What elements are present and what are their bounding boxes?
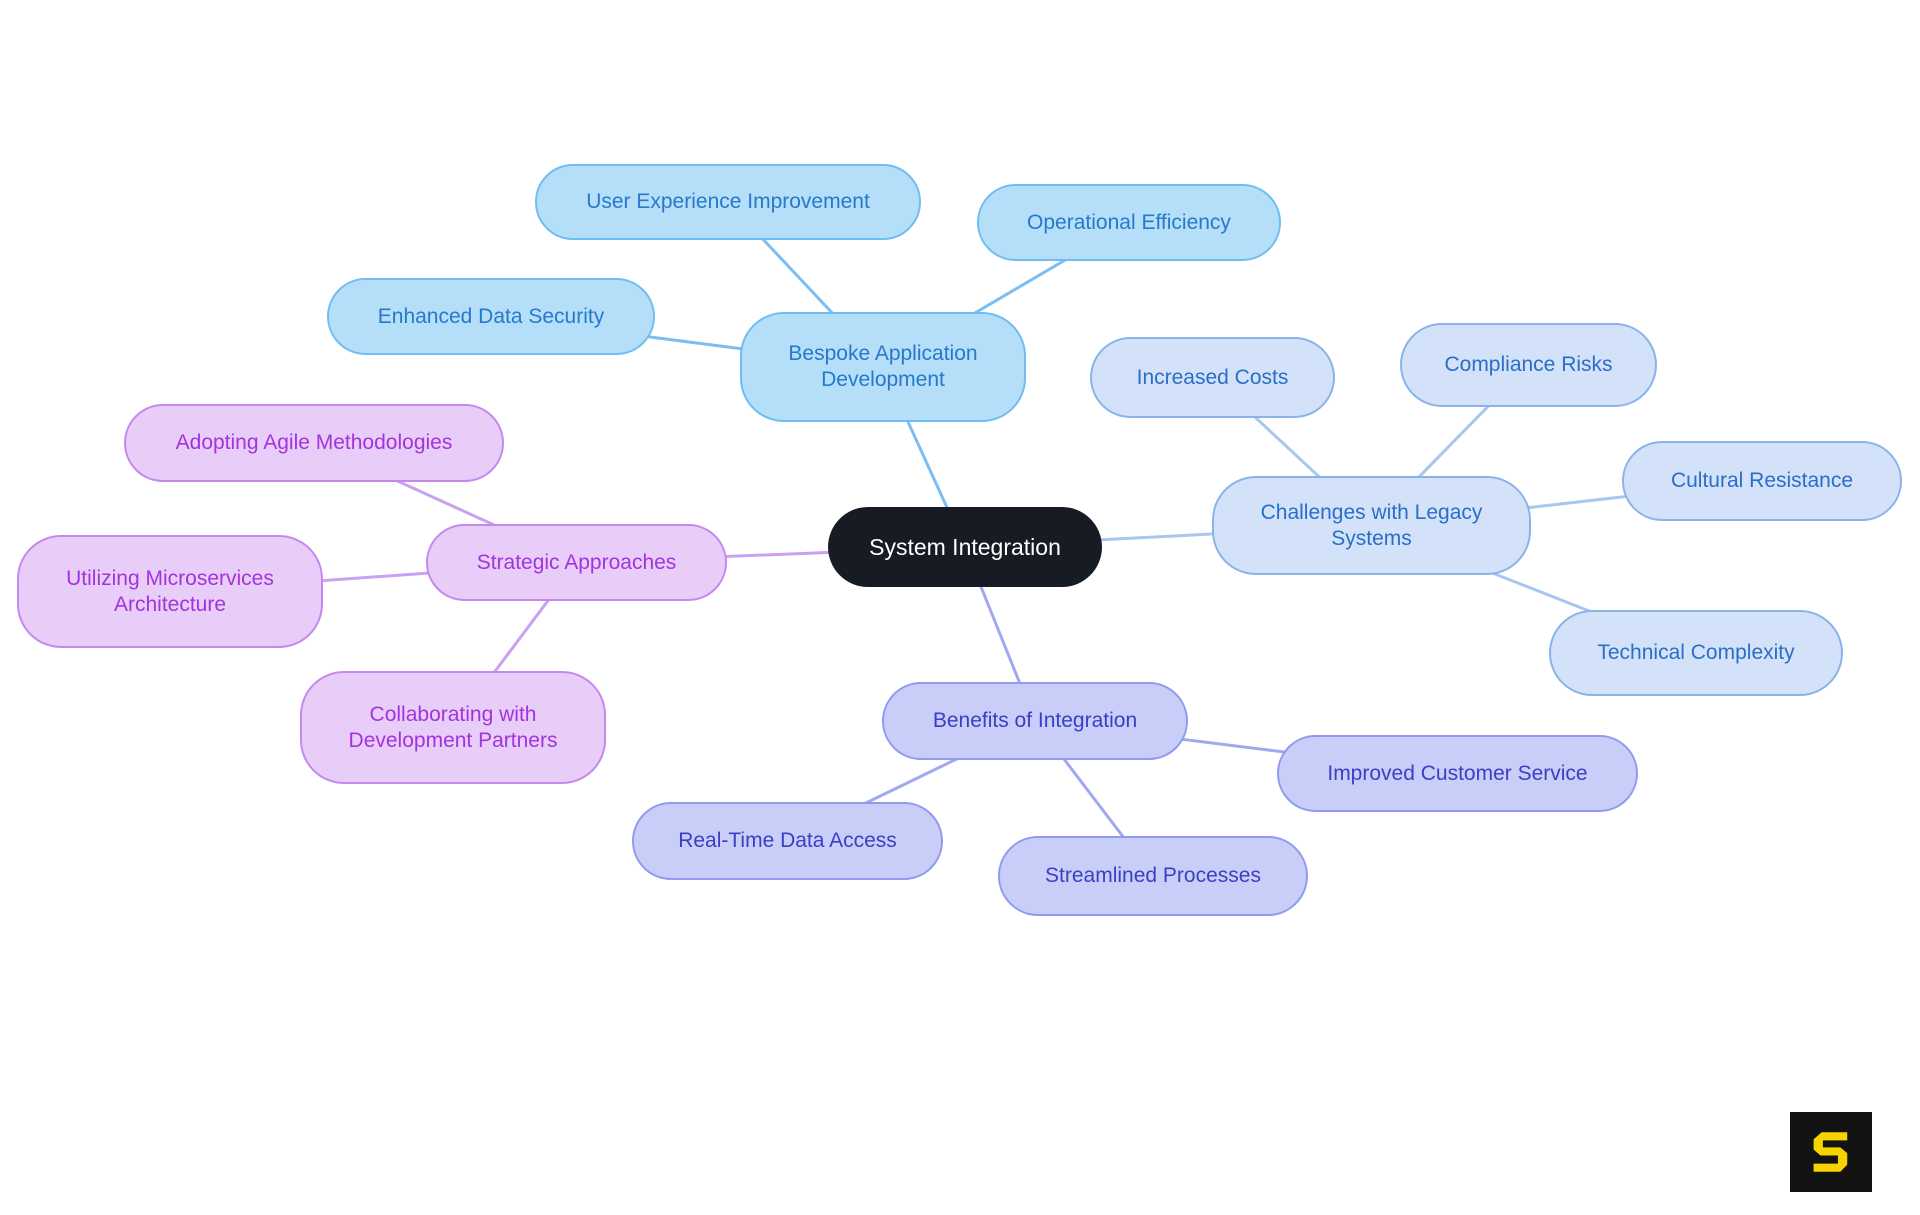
- node-increased-costs[interactable]: Increased Costs: [1090, 337, 1335, 418]
- node-compliance-risks[interactable]: Compliance Risks: [1400, 323, 1657, 407]
- node-label: Improved Customer Service: [1327, 761, 1588, 785]
- node-label: Streamlined Processes: [1045, 864, 1261, 888]
- node-label: Enhanced Data Security: [377, 304, 605, 328]
- node-label: Strategic Approaches: [476, 550, 677, 574]
- node-label: Technical Complexity: [1597, 641, 1795, 665]
- brand-logo: [1790, 1112, 1872, 1192]
- node-benefits-of-integration[interactable]: Benefits of Integration: [882, 682, 1188, 760]
- node-label: Bespoke Application Development: [788, 342, 978, 391]
- node-technical-complexity[interactable]: Technical Complexity: [1549, 610, 1843, 696]
- node-label: System Integration: [869, 533, 1061, 560]
- node-system-integration[interactable]: System Integration: [828, 507, 1102, 587]
- node-label: Cultural Resistance: [1670, 469, 1854, 493]
- node-challenges-with-legacy-systems[interactable]: Challenges with Legacy Systems: [1212, 476, 1531, 575]
- node-label: Challenges with Legacy Systems: [1260, 500, 1483, 550]
- node-improved-customer-service[interactable]: Improved Customer Service: [1277, 735, 1638, 812]
- node-enhanced-data-security[interactable]: Enhanced Data Security: [327, 278, 655, 355]
- node-cultural-resistance[interactable]: Cultural Resistance: [1622, 441, 1902, 521]
- brand-logo-s-icon: [1813, 1132, 1848, 1172]
- node-bespoke-application-development[interactable]: Bespoke Application Development: [740, 312, 1026, 422]
- node-real-time-data-access[interactable]: Real-Time Data Access: [632, 802, 943, 880]
- node-collaborating-with-development-partners[interactable]: Collaborating with Development Partners: [300, 671, 606, 784]
- node-label: Compliance Risks: [1444, 353, 1613, 377]
- node-streamlined-processes[interactable]: Streamlined Processes: [998, 836, 1308, 916]
- node-label: User Experience Improvement: [586, 190, 870, 214]
- node-user-experience-improvement[interactable]: User Experience Improvement: [535, 164, 921, 240]
- node-operational-efficiency[interactable]: Operational Efficiency: [977, 184, 1281, 261]
- node-strategic-approaches[interactable]: Strategic Approaches: [426, 524, 727, 601]
- node-label: Utilizing Microservices Architecture: [66, 566, 274, 616]
- node-adopting-agile-methodologies[interactable]: Adopting Agile Methodologies: [124, 404, 504, 482]
- node-label: Collaborating with Development Partners: [348, 702, 558, 752]
- node-label: Adopting Agile Methodologies: [175, 431, 453, 455]
- node-label: Increased Costs: [1136, 365, 1289, 389]
- node-label: Operational Efficiency: [1027, 210, 1231, 234]
- node-utilizing-microservices-architecture[interactable]: Utilizing Microservices Architecture: [17, 535, 323, 648]
- node-label: Benefits of Integration: [932, 709, 1138, 733]
- node-label: Real-Time Data Access: [678, 829, 897, 853]
